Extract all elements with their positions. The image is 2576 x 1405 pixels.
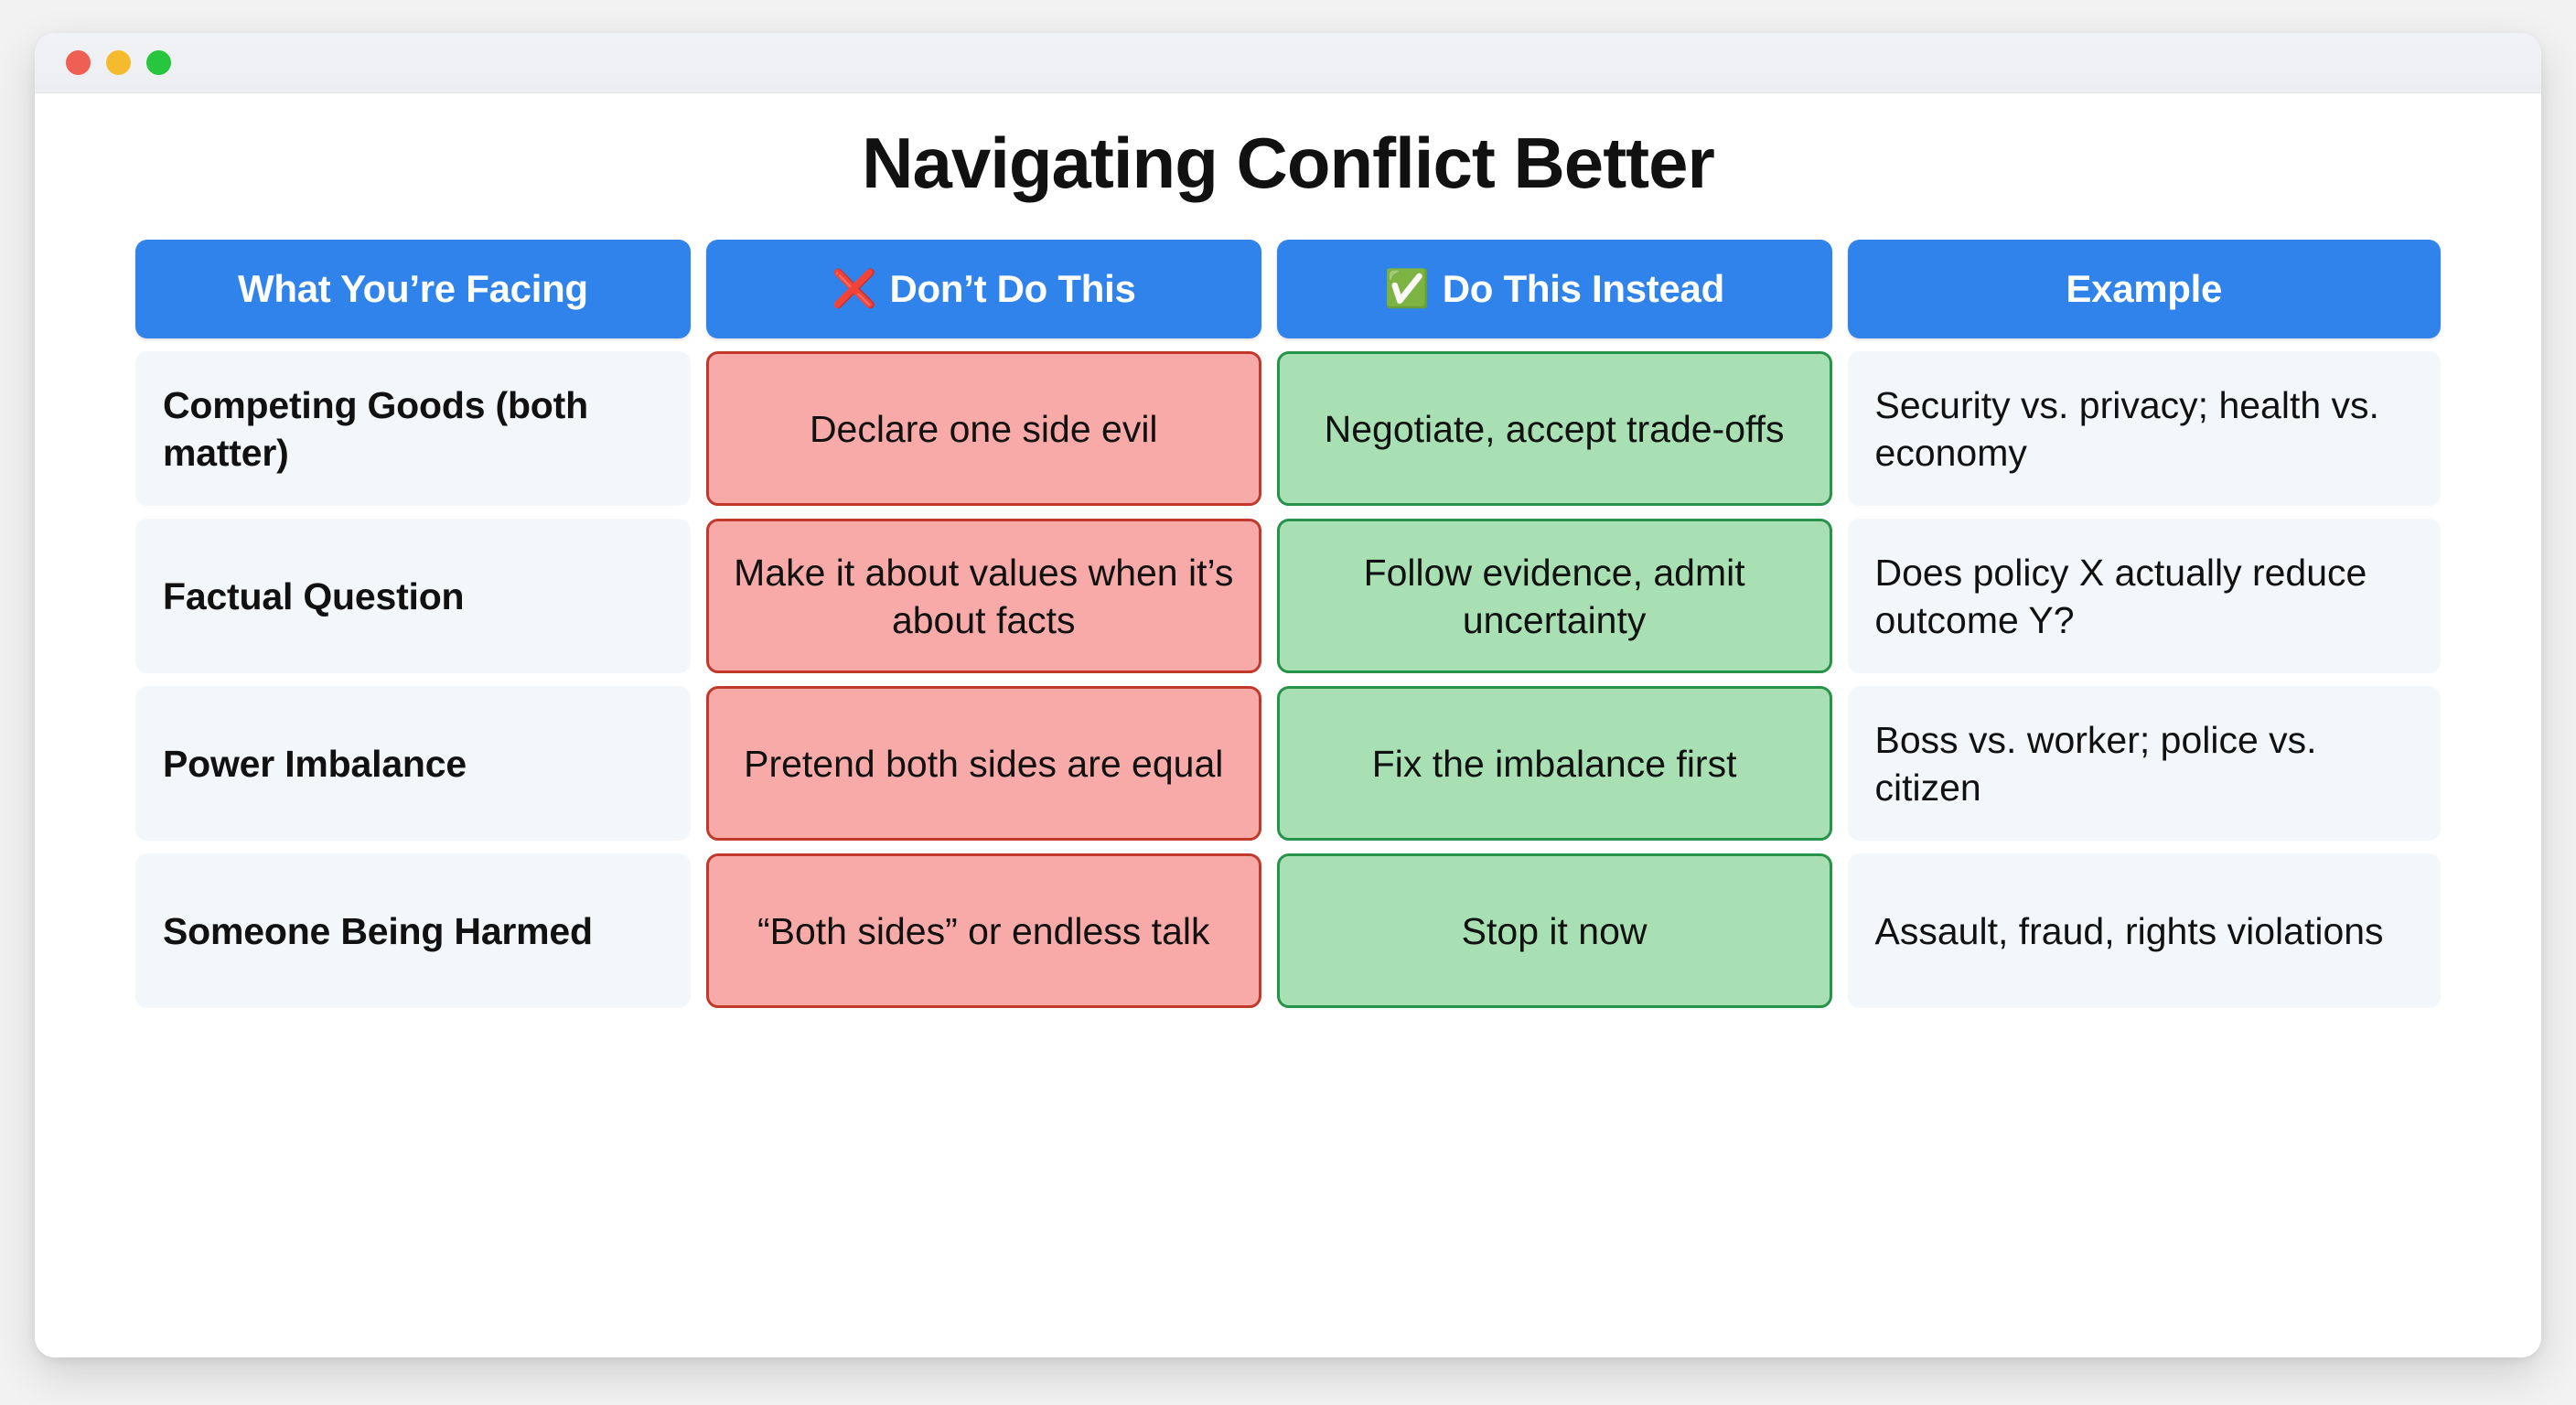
cross-mark-icon: ❌ [831, 269, 877, 310]
table-row: Power Imbalance Pretend both sides are e… [135, 686, 2441, 842]
table-row: Factual Question Make it about values wh… [135, 519, 2441, 674]
column-header-dont-do-this: ❌ Don’t Do This [705, 240, 1261, 339]
maximize-window-button[interactable] [146, 50, 171, 75]
column-header-what-youre-facing: What You’re Facing [135, 240, 691, 339]
comparison-table: What You’re Facing ❌ Don’t Do This ✅ Do … [135, 240, 2441, 1009]
column-header-example: Example [1847, 240, 2441, 339]
cell-do: Fix the imbalance first [1276, 686, 1832, 842]
app-window: Navigating Conflict Better What You’re F… [35, 33, 2541, 1357]
cell-do: Stop it now [1276, 853, 1832, 1009]
table-header-row: What You’re Facing ❌ Don’t Do This ✅ Do … [135, 240, 2441, 339]
document-content: Navigating Conflict Better What You’re F… [35, 93, 2541, 1357]
cell-do: Negotiate, accept trade-offs [1276, 351, 1832, 507]
page-title: Navigating Conflict Better [862, 123, 1715, 203]
cell-dont: Pretend both sides are equal [705, 686, 1261, 842]
cell-example: Does policy X actually reduce outcome Y? [1847, 519, 2441, 674]
cell-facing: Factual Question [135, 519, 691, 674]
cell-do: Follow evidence, admit uncertainty [1276, 519, 1832, 674]
cell-facing: Power Imbalance [135, 686, 691, 842]
table-row: Someone Being Harmed “Both sides” or end… [135, 853, 2441, 1009]
column-header-do-this-instead: ✅ Do This Instead [1276, 240, 1832, 339]
table-row: Competing Goods (both matter) Declare on… [135, 351, 2441, 507]
column-header-label: Do This Instead [1442, 267, 1725, 311]
cell-dont: Declare one side evil [705, 351, 1261, 507]
close-window-button[interactable] [66, 50, 91, 75]
cell-dont: Make it about values when it’s about fac… [705, 519, 1261, 674]
cell-facing: Competing Goods (both matter) [135, 351, 691, 507]
cell-example: Assault, fraud, rights violations [1847, 853, 2441, 1009]
minimize-window-button[interactable] [106, 50, 131, 75]
window-titlebar [35, 33, 2541, 93]
cell-example: Boss vs. worker; police vs. citizen [1847, 686, 2441, 842]
cell-dont: “Both sides” or endless talk [705, 853, 1261, 1009]
cell-facing: Someone Being Harmed [135, 853, 691, 1009]
column-header-label: Example [2066, 267, 2223, 311]
column-header-label: Don’t Do This [889, 267, 1136, 311]
cell-example: Security vs. privacy; health vs. economy [1847, 351, 2441, 507]
check-mark-button-icon: ✅ [1384, 269, 1430, 310]
column-header-label: What You’re Facing [238, 267, 588, 311]
